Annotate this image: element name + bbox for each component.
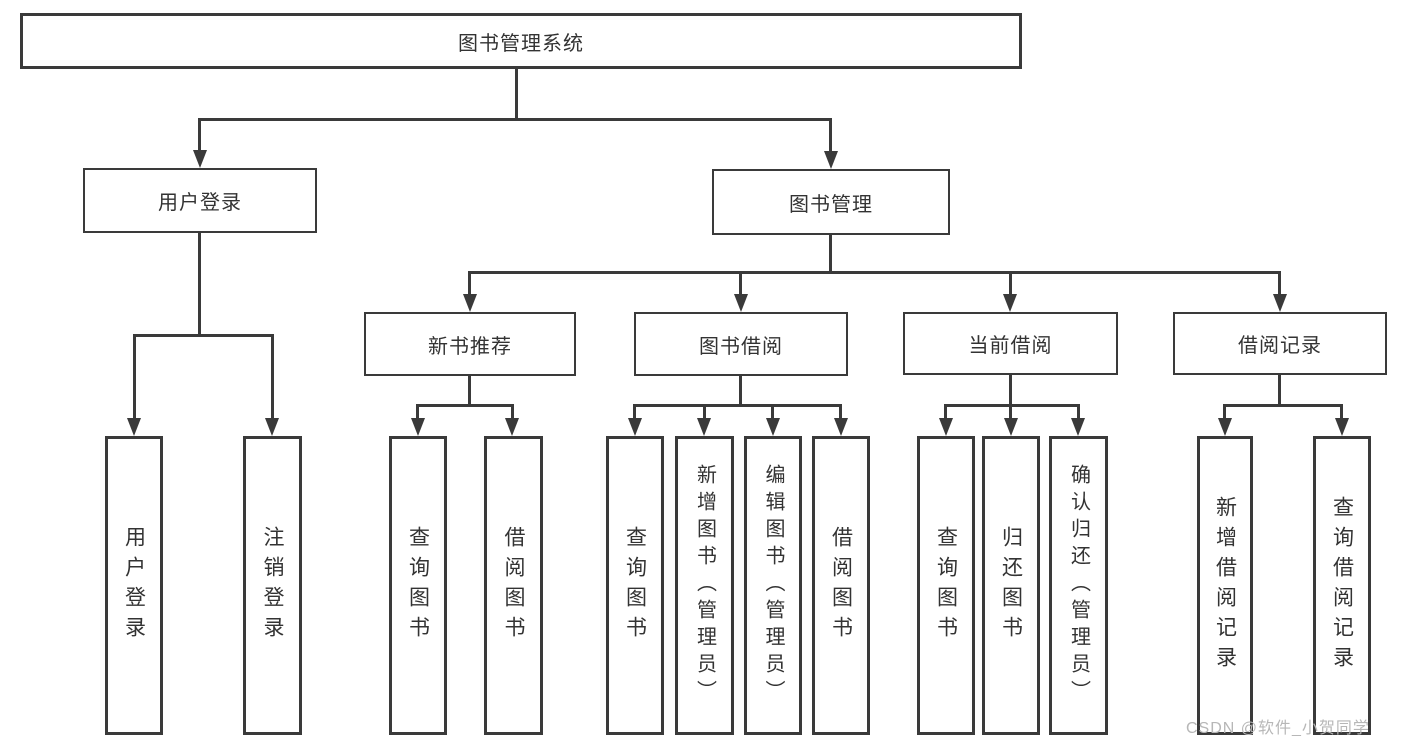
node-book-borrow-label: 图书借阅 [699, 335, 783, 358]
edge-drop-current-borrow [1009, 271, 1012, 296]
edge-book-borrow-drop-1 [633, 404, 636, 420]
leaf-user-login-label: 用户登录 [122, 525, 146, 646]
arrow-down-icon [1071, 418, 1085, 436]
node-root-label: 图书管理系统 [458, 32, 584, 55]
edge-drop-new-book [468, 271, 471, 296]
leaf-recommend-query-book: 查询图书 [389, 436, 447, 735]
edge-root-stem [515, 67, 518, 119]
node-root: 图书管理系统 [20, 13, 1022, 69]
leaf-borrow-add-book-admin-label: 新增图书（管理员） [693, 464, 716, 707]
edge-user-login-drop-2 [271, 334, 274, 420]
arrow-down-icon [766, 418, 780, 436]
edge-book-borrow-drop-4 [839, 404, 842, 420]
arrow-down-icon [463, 294, 477, 312]
node-user-login: 用户登录 [83, 168, 317, 233]
leaf-records-add-record: 新增借阅记录 [1197, 436, 1253, 735]
arrow-down-icon [411, 418, 425, 436]
edge-new-book-drop-1 [416, 404, 419, 420]
arrow-down-icon [1004, 418, 1018, 436]
leaf-logout-label: 注销登录 [261, 525, 284, 646]
edge-root-bar [198, 118, 832, 121]
node-new-book-recommend: 新书推荐 [364, 312, 576, 376]
arrow-down-icon [734, 294, 748, 312]
node-current-borrow-label: 当前借阅 [968, 335, 1053, 357]
leaf-records-query-record: 查询借阅记录 [1313, 436, 1371, 735]
arrow-down-icon [1335, 418, 1349, 436]
edge-user-login-drop-1 [133, 334, 136, 420]
leaf-borrow-borrow-book-label: 借阅图书 [829, 525, 853, 646]
edge-book-management-stem [829, 233, 832, 274]
leaf-recommend-borrow-book-label: 借阅图书 [502, 525, 525, 646]
edge-user-login-stem [198, 231, 201, 337]
arrow-down-icon [127, 418, 141, 436]
arrow-down-icon [193, 150, 207, 168]
leaf-records-add-record-label: 新增借阅记录 [1213, 495, 1237, 676]
arrow-down-icon [265, 418, 279, 436]
leaf-borrow-query-book-label: 查询图书 [623, 525, 647, 646]
edge-borrow-records-bar [1223, 404, 1343, 407]
leaf-user-login: 用户登录 [105, 436, 163, 735]
edge-current-borrow-stem [1009, 373, 1012, 407]
leaf-current-confirm-return-admin-label: 确认归还（管理员） [1067, 464, 1090, 707]
edge-drop-book-borrow [739, 271, 742, 296]
edge-user-login-bar [133, 334, 274, 337]
node-new-book-recommend-label: 新书推荐 [428, 335, 512, 358]
watermark: CSDN @软件_小贺同学 [1186, 720, 1370, 737]
node-user-login-label: 用户登录 [158, 192, 242, 214]
leaf-current-confirm-return-admin: 确认归还（管理员） [1049, 436, 1108, 735]
node-book-borrow: 图书借阅 [634, 312, 848, 376]
leaf-recommend-query-book-label: 查询图书 [406, 525, 430, 646]
edge-book-management-bar [468, 271, 1281, 274]
edge-root-drop-book-management [829, 118, 832, 153]
leaf-borrow-edit-book-admin-label: 编辑图书（管理员） [762, 464, 784, 707]
edge-book-borrow-bar [633, 404, 842, 407]
node-borrow-records-label: 借阅记录 [1238, 335, 1322, 357]
leaf-current-return-book: 归还图书 [982, 436, 1040, 735]
leaf-borrow-add-book-admin: 新增图书（管理员） [675, 436, 734, 735]
edge-book-borrow-drop-2 [703, 404, 706, 420]
arrow-down-icon [1003, 294, 1017, 312]
leaf-logout: 注销登录 [243, 436, 302, 735]
edge-borrow-records-drop-2 [1340, 404, 1343, 420]
edge-borrow-records-drop-1 [1223, 404, 1226, 420]
node-book-management: 图书管理 [712, 169, 950, 235]
edge-book-borrow-stem [739, 374, 742, 407]
edge-current-borrow-drop-3 [1077, 404, 1080, 420]
edge-book-borrow-drop-3 [771, 404, 774, 420]
edge-root-drop-user-login [198, 118, 201, 152]
edge-current-borrow-drop-1 [944, 404, 947, 420]
arrow-down-icon [1273, 294, 1287, 312]
arrow-down-icon [824, 151, 838, 169]
leaf-borrow-query-book: 查询图书 [606, 436, 664, 735]
edge-current-borrow-drop-2 [1009, 404, 1012, 420]
edge-current-borrow-bar [944, 404, 1080, 407]
arrow-down-icon [505, 418, 519, 436]
arrow-down-icon [939, 418, 953, 436]
node-book-management-label: 图书管理 [789, 193, 873, 216]
leaf-borrow-edit-book-admin: 编辑图书（管理员） [744, 436, 802, 735]
leaf-records-query-record-label: 查询借阅记录 [1330, 495, 1354, 676]
arrow-down-icon [697, 418, 711, 436]
edge-drop-borrow-records [1278, 271, 1281, 296]
arrow-down-icon [834, 418, 848, 436]
edge-new-book-bar [416, 404, 514, 407]
leaf-current-query-book: 查询图书 [917, 436, 975, 735]
leaf-current-query-book-label: 查询图书 [934, 525, 958, 646]
edge-borrow-records-stem [1278, 373, 1281, 407]
arrow-down-icon [628, 418, 642, 436]
edge-new-book-stem [468, 374, 471, 407]
arrow-down-icon [1218, 418, 1232, 436]
node-borrow-records: 借阅记录 [1173, 312, 1387, 375]
node-current-borrow: 当前借阅 [903, 312, 1118, 375]
leaf-recommend-borrow-book: 借阅图书 [484, 436, 543, 735]
edge-new-book-drop-2 [511, 404, 514, 420]
leaf-borrow-borrow-book: 借阅图书 [812, 436, 870, 735]
leaf-current-return-book-label: 归还图书 [999, 525, 1023, 646]
